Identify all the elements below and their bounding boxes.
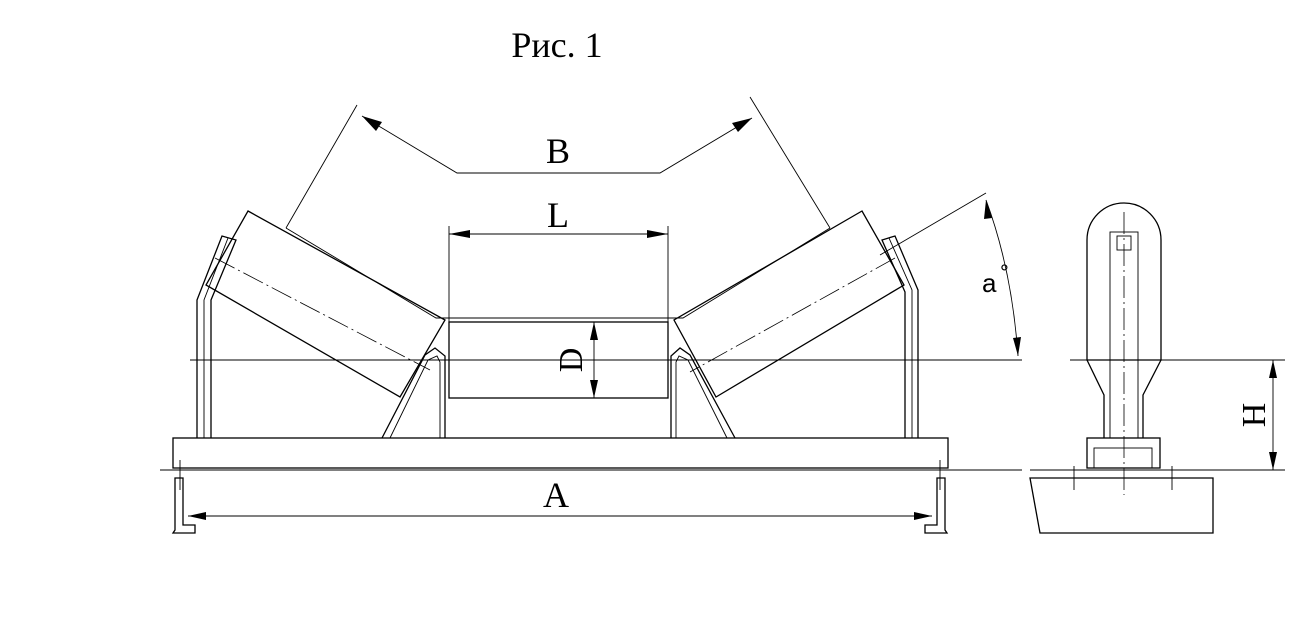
center-roller <box>430 321 690 399</box>
front-view: B L D A <box>160 96 1022 534</box>
belt-profile <box>285 227 831 319</box>
side-roller-end <box>1086 202 1162 361</box>
base-plate <box>172 437 949 469</box>
dimension-b-label: B <box>546 131 570 171</box>
dimension-l-label: L <box>547 195 569 235</box>
dimension-d: D <box>553 322 598 398</box>
degree-symbol: ° <box>1000 260 1009 285</box>
figure-title: Рис. 1 <box>511 25 602 65</box>
left-mounting-foot <box>171 460 196 534</box>
right-center-support <box>670 347 736 439</box>
right-side-bracket <box>881 235 919 438</box>
trough-angle-dimension: a ° <box>879 192 1021 357</box>
left-center-support <box>381 347 446 439</box>
dimension-a: A <box>188 475 932 520</box>
dimension-h: H <box>1236 360 1277 470</box>
dimension-b: B <box>285 96 831 229</box>
left-wing-roller <box>205 210 446 398</box>
side-view: H <box>1029 202 1285 534</box>
side-base-block <box>1086 437 1161 469</box>
angle-label: a <box>982 268 997 298</box>
left-side-bracket <box>196 235 237 438</box>
right-mounting-foot <box>924 460 949 534</box>
dimension-h-label: H <box>1236 403 1273 428</box>
dimension-d-label: D <box>553 348 590 373</box>
side-mounting-channel <box>1029 477 1214 534</box>
dimension-a-label: A <box>543 475 569 515</box>
dimension-l: L <box>448 195 669 322</box>
right-wing-roller <box>673 210 905 398</box>
